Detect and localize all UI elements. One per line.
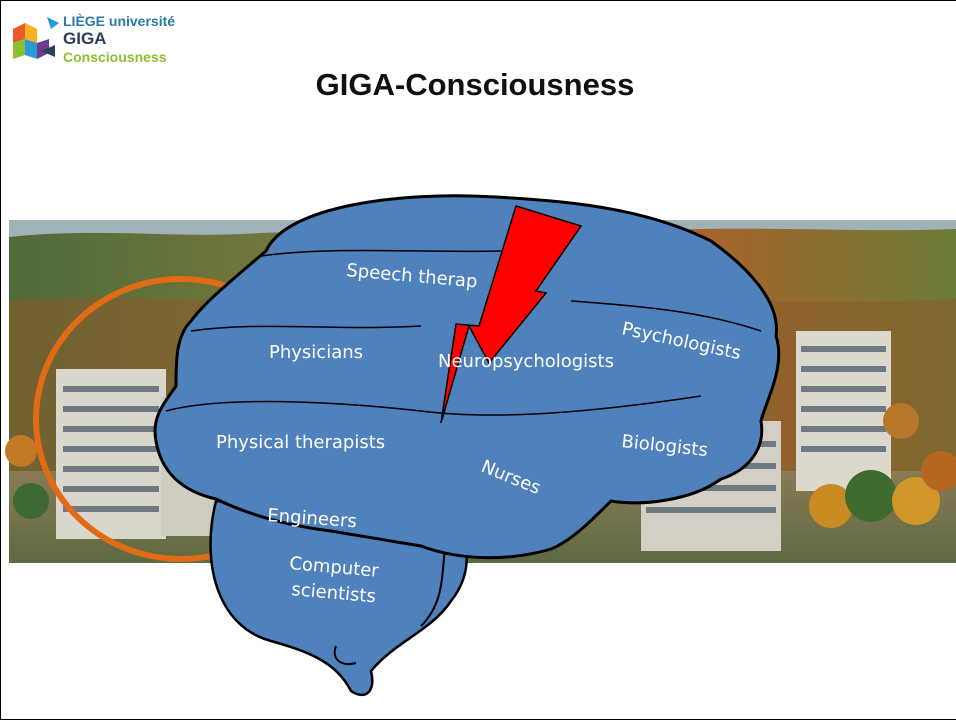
brain-icon <box>153 194 781 697</box>
label-physical-therapists: Physical therapists <box>216 432 385 453</box>
label-physicians: Physicians <box>269 342 363 363</box>
logo-giga-text: GIGA <box>63 29 107 48</box>
giga-logo-icon <box>13 17 59 59</box>
logo-consciousness-text: Consciousness <box>63 49 167 65</box>
label-neuropsychologists: Neuropsychologists <box>438 351 614 372</box>
lightning-bolt-icon <box>440 205 583 424</box>
slide-title: GIGA-Consciousness <box>315 67 635 102</box>
logo-university-text: LIÈGE université <box>63 13 176 29</box>
giga-logo: LIÈGE université GIGA Consciousness <box>11 13 201 73</box>
